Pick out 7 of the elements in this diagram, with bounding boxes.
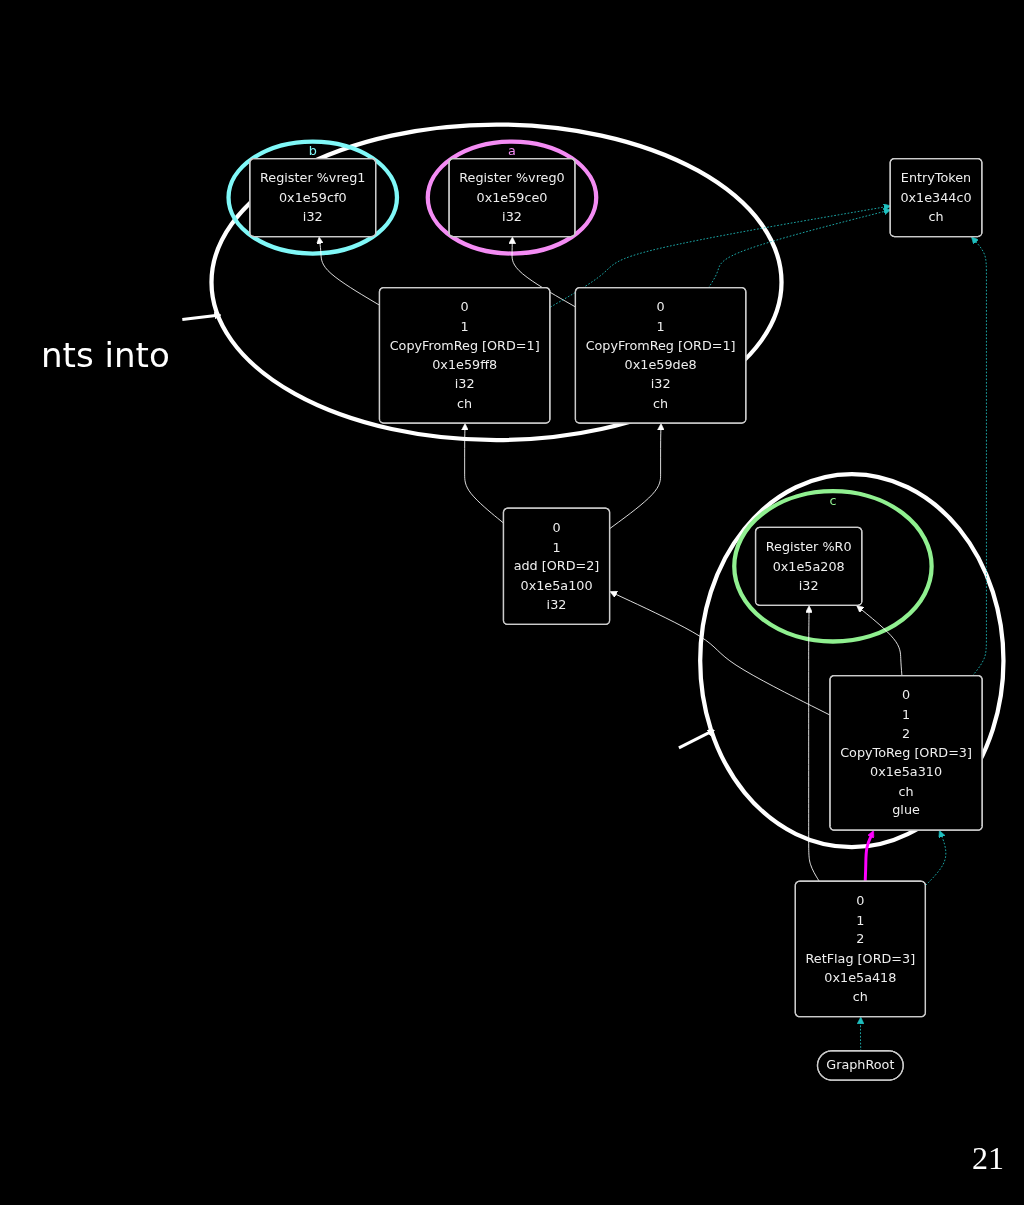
page-number: 21 [972,1140,1004,1177]
arrow [863,830,875,882]
node-text: nts into [40,335,170,376]
cluster [698,472,1006,850]
arrow [182,312,222,322]
arrow [678,729,715,750]
cluster [209,122,784,443]
